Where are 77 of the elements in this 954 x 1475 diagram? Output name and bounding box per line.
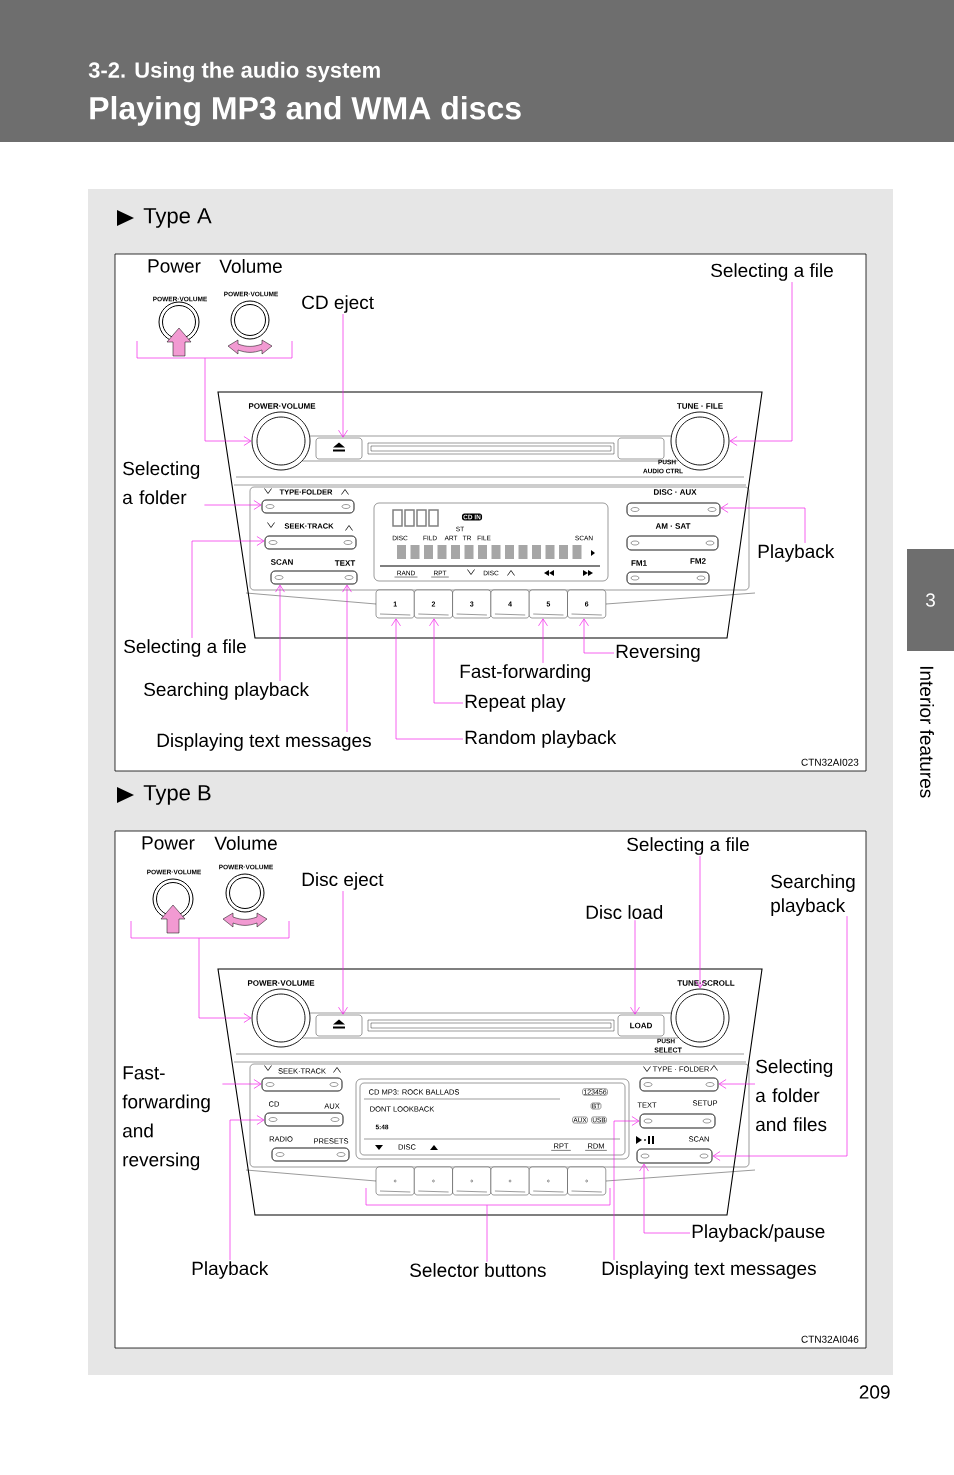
preset-button bbox=[375, 1166, 415, 1196]
callout-text: Playback/pause bbox=[692, 1224, 825, 1242]
leader-line bbox=[338, 313, 348, 438]
leader-line bbox=[198, 937, 252, 1023]
load-button: LOAD bbox=[617, 1014, 665, 1037]
button-label: FM2 bbox=[690, 558, 706, 564]
leader-line bbox=[630, 919, 640, 1015]
callout-text: Disc eject bbox=[302, 872, 384, 890]
knob-label: POWER·VOLUME bbox=[248, 980, 315, 986]
knob-caption: Power bbox=[142, 836, 195, 850]
leader-line bbox=[538, 618, 548, 664]
knob-label: POWER·VOLUME bbox=[249, 403, 316, 409]
leader-line bbox=[204, 357, 252, 446]
section-heading: 3-2. Using the audio system bbox=[88, 61, 380, 83]
side-tab: 3 bbox=[907, 549, 954, 651]
leader-line bbox=[429, 618, 464, 704]
callout-text: Displaying text messages bbox=[157, 733, 371, 751]
button-label: SCAN bbox=[270, 559, 293, 565]
knob-label: TUNE·SCROLL bbox=[677, 980, 735, 986]
figure-code: CTN32AI046 bbox=[801, 1335, 859, 1343]
eject-button bbox=[315, 437, 363, 460]
knob-label: TUNE · FILE bbox=[677, 403, 723, 409]
button-label: AM · SAT bbox=[655, 523, 691, 529]
callout-text: Selecting a file bbox=[627, 837, 749, 855]
callout-text: Selecting a folder and files bbox=[756, 1059, 833, 1132]
leader-line bbox=[342, 584, 352, 733]
leader-line bbox=[486, 1204, 488, 1263]
bracket bbox=[365, 1187, 611, 1206]
preset-button bbox=[414, 1166, 453, 1196]
leader-line bbox=[191, 536, 265, 639]
callout-text: Displaying text messages bbox=[602, 1261, 816, 1279]
callout-text: CD eject bbox=[302, 295, 374, 313]
leader-line bbox=[712, 915, 848, 1161]
callout-text: Reversing bbox=[616, 644, 700, 662]
callout-text: Fast-forwarding bbox=[460, 664, 590, 682]
callout-text: Repeat play bbox=[465, 694, 566, 712]
leader-line bbox=[229, 1115, 265, 1261]
preset-button bbox=[567, 1166, 606, 1196]
callout-text: Fast-forwarding and reversing bbox=[122, 1066, 210, 1171]
knob-caption: Volume bbox=[214, 836, 277, 850]
callout-text: Searching playback bbox=[144, 682, 309, 700]
leader-line bbox=[338, 890, 348, 1015]
button-label: FM1 bbox=[631, 560, 647, 566]
preset-button bbox=[452, 1166, 492, 1196]
button-label: TEXT bbox=[334, 560, 356, 566]
callout-text: Selector buttons bbox=[410, 1263, 546, 1277]
leader-line bbox=[695, 855, 705, 989]
preset-button bbox=[529, 1166, 568, 1196]
leader-line bbox=[275, 584, 285, 682]
preset-button bbox=[490, 1166, 530, 1196]
eject-button bbox=[315, 1014, 363, 1037]
panel-heading: Type B bbox=[143, 785, 211, 805]
callout-text: Playback bbox=[758, 544, 835, 562]
callout-text: Selecting a file bbox=[711, 263, 833, 281]
page-number: 209 bbox=[859, 1385, 890, 1399]
leader-line bbox=[204, 500, 262, 510]
leader-line bbox=[222, 1079, 262, 1089]
leader-line bbox=[720, 503, 806, 544]
leader-line bbox=[639, 1163, 691, 1234]
leader-line bbox=[613, 1116, 640, 1261]
callout-text: Selecting a folder bbox=[123, 461, 200, 505]
figure-code: CTN32AI023 bbox=[801, 758, 859, 766]
leader-line bbox=[729, 281, 793, 446]
leader-line bbox=[391, 618, 464, 740]
page-title: Playing MP3 and WMA discs bbox=[90, 96, 521, 126]
leader-line bbox=[718, 1079, 756, 1089]
callout-text: Disc load bbox=[586, 905, 663, 919]
callout-text: Playback bbox=[192, 1261, 269, 1279]
callout-text: Selecting a file bbox=[124, 639, 246, 657]
button-label: DISC · AUX bbox=[654, 489, 697, 495]
panel-heading: Type A bbox=[143, 208, 212, 228]
callout-text: Searching playback bbox=[771, 874, 855, 916]
leader-line bbox=[579, 618, 615, 654]
knob-caption: Power bbox=[148, 259, 201, 273]
callout-text: Random playback bbox=[465, 730, 617, 748]
tab-caption: Interior features bbox=[920, 666, 934, 798]
knob-caption: Volume bbox=[219, 259, 282, 273]
